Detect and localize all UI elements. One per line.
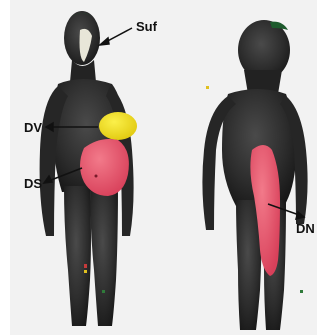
specimen-front-view [40, 11, 137, 326]
label-dv: DV [24, 121, 42, 134]
front-leg-yellow-speck [84, 270, 87, 273]
front-leg-green-speck [102, 290, 105, 293]
label-dn: DN [296, 222, 315, 235]
back-green-speck [300, 290, 303, 293]
suf-arrowhead [100, 38, 109, 45]
ds-region-speck [95, 175, 98, 178]
front-left-leg [64, 186, 91, 326]
dv-region [99, 112, 137, 140]
front-leg-red-speck [84, 264, 87, 268]
label-ds: DS [24, 177, 42, 190]
label-suf: Suf [136, 20, 157, 33]
back-yellow-speck [206, 86, 209, 89]
specimen-back-view [202, 20, 307, 330]
front-right-leg [90, 186, 118, 326]
